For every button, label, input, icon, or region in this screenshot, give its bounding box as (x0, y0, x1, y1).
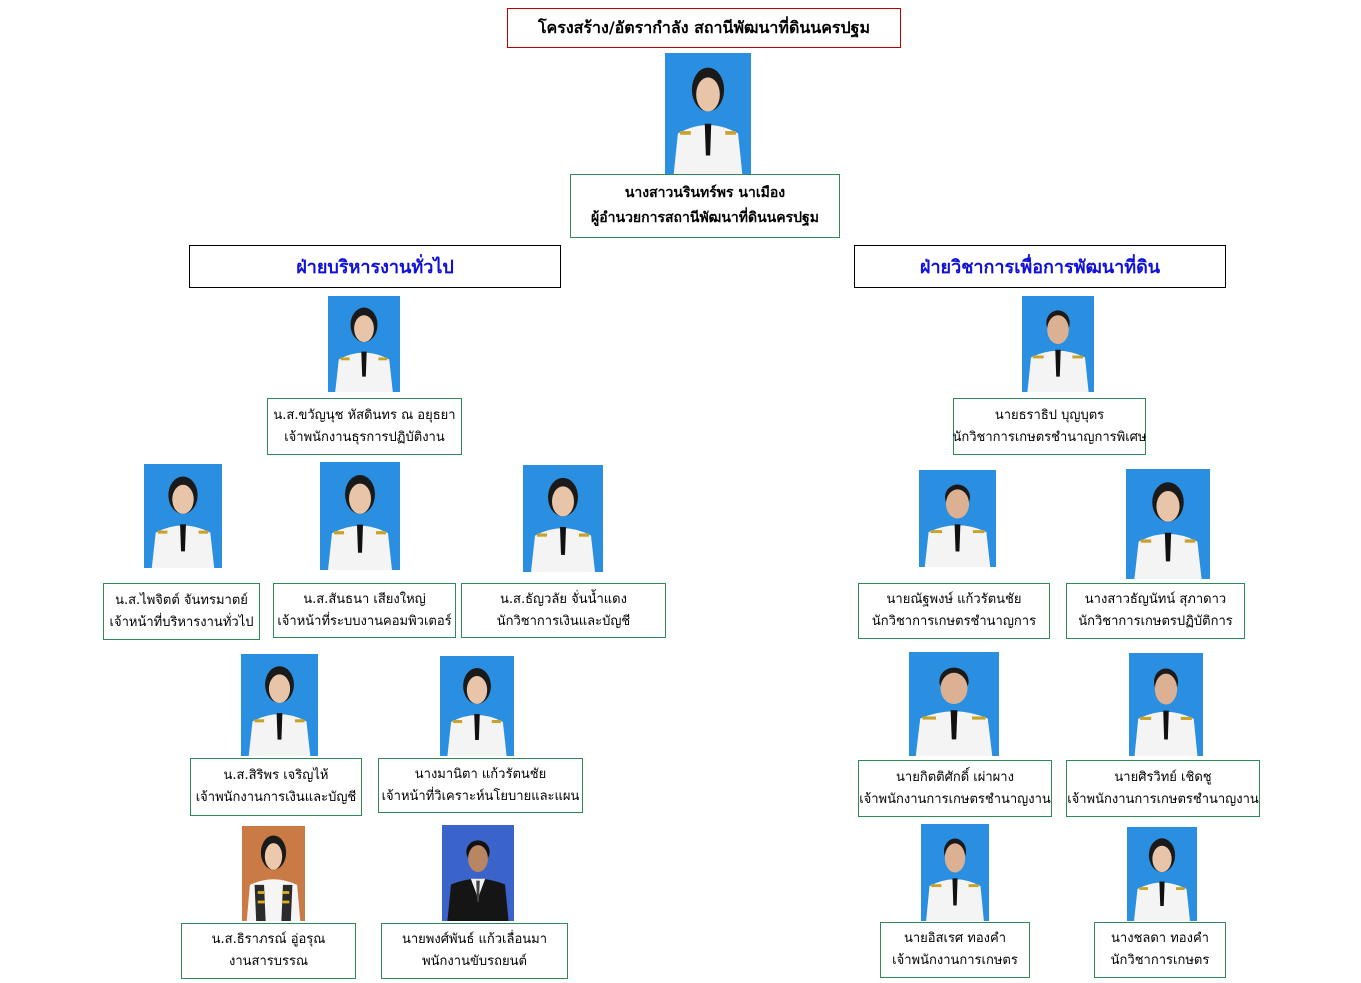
staff-card: นางมานิตา แก้วรัตนชัย เจ้าหน้าที่วิเคราะ… (378, 758, 583, 813)
director-photo (665, 53, 751, 175)
staff-position: เจ้าหน้าที่วิเคราะห์นโยบายและแผน (381, 788, 580, 804)
staff-photo (320, 462, 400, 570)
staff-name: น.ส.สิริพร เจริญไห้ (223, 768, 329, 783)
staff-card: นางสาวธัญนัทน์ สุภาดาว นักวิชาการเกษตรปฏ… (1066, 583, 1245, 639)
staff-name: น.ส.สันธนา เสียงใหญ่ (303, 591, 426, 607)
staff-card: น.ส.ธัญวลัย จั่นน้ำแดง นักวิชาการเงินและ… (461, 583, 666, 638)
staff-position: เจ้าพนักงานธุรการปฏิบัติงาน (284, 429, 445, 445)
staff-card: นายณัฐพงษ์ แก้วรัตนชัย นักวิชาการเกษตรชำ… (858, 583, 1050, 639)
staff-photo (1126, 469, 1210, 579)
staff-photo (919, 470, 996, 567)
staff-photo (442, 825, 514, 921)
director-box: นางสาวนรินทร์พร นาเมือง ผู้อำนวยการสถานี… (570, 174, 840, 238)
chart-title: โครงสร้าง/อัตรากำลัง สถานีพัฒนาที่ดินนคร… (507, 8, 901, 48)
staff-photo (241, 654, 318, 756)
staff-position: เจ้าหน้าที่บริหารงานทั่วไป (109, 614, 254, 630)
staff-name: น.ส.ไพจิตต์ จันทรมาตย์ (115, 592, 248, 608)
staff-photo (144, 464, 222, 568)
staff-position: นักวิชาการเกษตรชำนาญการ (871, 614, 1037, 629)
staff-photo (909, 652, 999, 756)
dept-tech-header: ฝ่ายวิชาการเพื่อการพัฒนาที่ดิน (854, 245, 1226, 288)
staff-card: นายอิสเรศ ทองคำ เจ้าพนักงานการเกษตร (880, 922, 1030, 978)
staff-card: น.ส.ไพจิตต์ จันทรมาตย์ เจ้าหน้าที่บริหาร… (103, 583, 260, 640)
staff-name: นางมานิตา แก้วรัตนชัย (414, 766, 547, 782)
staff-name: นางชลดา ทองคำ (1111, 931, 1209, 946)
staff-card: น.ส.สันธนา เสียงใหญ่ เจ้าหน้าที่ระบบงานค… (273, 583, 456, 638)
staff-card: นายกิตติศักดิ์ เผ่าผาง เจ้าพนักงานการเกษ… (858, 760, 1052, 817)
staff-name: นายณัฐพงษ์ แก้วรัตนชัย (886, 592, 1022, 607)
staff-photo (523, 465, 603, 572)
staff-position: เจ้าหน้าที่ระบบงานคอมพิวเตอร์ (277, 613, 452, 629)
staff-name: นายศิรวิทย์ เชิดชู (1114, 769, 1212, 785)
staff-position: เจ้าพนักงานการเงินและบัญชี (195, 790, 357, 805)
staff-position: นักวิชาการเกษตรชำนาญการพิเศษ (952, 429, 1147, 445)
staff-card: น.ส.ขวัญนุช หัสดินทร ณ อยุธยา เจ้าพนักงา… (267, 398, 462, 455)
staff-card: น.ส.ธิราภรณ์ อู่อรุณ งานสารบรรณ (181, 923, 356, 979)
staff-position: เจ้าพนักงานการเกษตรชำนาญงาน (1067, 791, 1259, 807)
dept-admin-header: ฝ่ายบริหารงานทั่วไป (189, 245, 561, 288)
staff-position: งานสารบรรณ (228, 954, 309, 969)
director-name: นางสาวนรินทร์พร นาเมือง (624, 185, 786, 201)
staff-photo (1129, 653, 1203, 756)
staff-card: นางชลดา ทองคำ นักวิชาการเกษตร (1094, 922, 1226, 978)
staff-position: เจ้าพนักงานการเกษตร (892, 953, 1018, 968)
staff-card: นายพงศ์พันธ์ แก้วเลื่อนมา พนักงานขับรถยน… (381, 923, 568, 979)
staff-position: นักวิชาการเงินและบัญชี (496, 613, 631, 629)
staff-name: น.ส.ขวัญนุช หัสดินทร ณ อยุธยา (273, 407, 456, 423)
staff-name: น.ส.ธัญวลัย จั่นน้ำแดง (500, 591, 627, 607)
staff-card: นายศิรวิทย์ เชิดชู เจ้าพนักงานการเกษตรชำ… (1066, 760, 1260, 817)
staff-photo (921, 824, 989, 921)
staff-name: น.ส.ธิราภรณ์ อู่อรุณ (211, 932, 326, 947)
staff-photo (1022, 296, 1094, 392)
staff-photo (440, 656, 514, 756)
staff-name: นายพงศ์พันธ์ แก้วเลื่อนมา (401, 932, 548, 947)
staff-photo (242, 826, 305, 921)
director-position: ผู้อำนวยการสถานีพัฒนาที่ดินนครปฐม (591, 210, 819, 226)
staff-name: นายอิสเรศ ทองคำ (903, 931, 1007, 946)
staff-position: เจ้าพนักงานการเกษตรชำนาญงาน (859, 791, 1051, 807)
staff-card: นายธราธิป บุญบุตร นักวิชาการเกษตรชำนาญกา… (952, 398, 1147, 455)
staff-name: นางสาวธัญนัทน์ สุภาดาว (1084, 592, 1227, 607)
staff-position: นักวิชาการเกษตร (1110, 953, 1210, 968)
staff-name: นายธราธิป บุญบุตร (994, 407, 1105, 423)
staff-name: นายกิตติศักดิ์ เผ่าผาง (896, 769, 1014, 785)
staff-card: น.ส.สิริพร เจริญไห้ เจ้าพนักงานการเงินแล… (190, 758, 362, 816)
staff-photo (328, 296, 400, 392)
staff-photo (1127, 827, 1197, 921)
staff-position: นักวิชาการเกษตรปฏิบัติการ (1078, 614, 1233, 629)
staff-position: พนักงานขับรถยนต์ (422, 954, 527, 969)
